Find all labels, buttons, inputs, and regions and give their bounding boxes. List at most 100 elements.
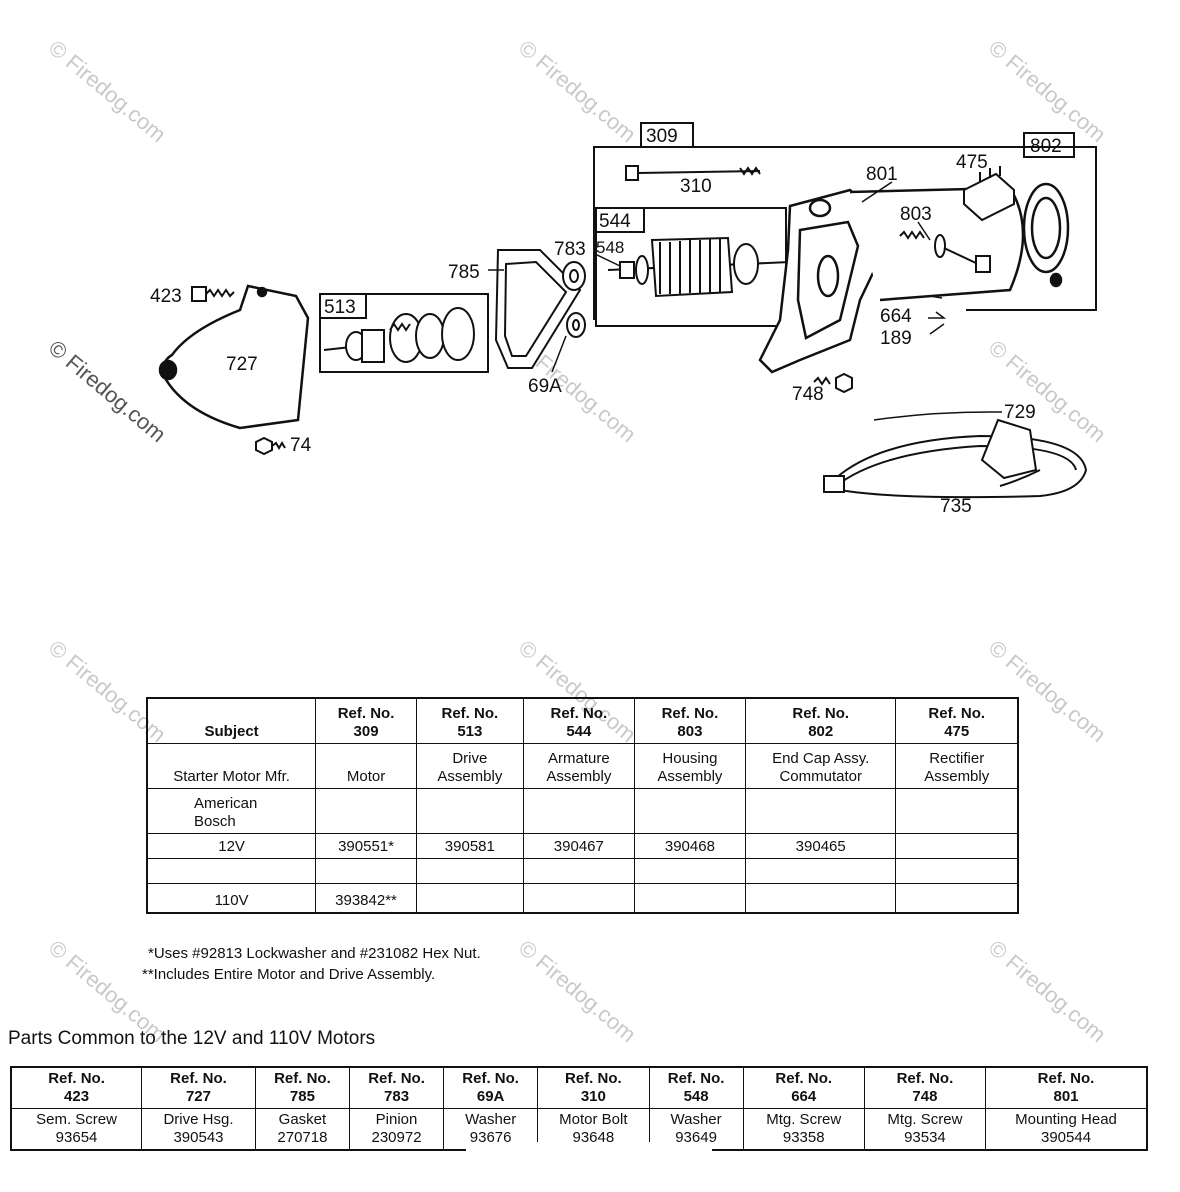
label-664: 664 bbox=[880, 306, 912, 327]
description-cell: Armature Assembly bbox=[522, 743, 635, 789]
table-cell bbox=[633, 883, 746, 914]
watermark: © Firedog.com bbox=[513, 935, 641, 1048]
table-cell bbox=[895, 833, 1019, 859]
screw-748-part bbox=[813, 372, 853, 394]
subject-cell: American Bosch bbox=[146, 788, 317, 834]
ref-header: Ref. No.513 bbox=[415, 697, 524, 744]
label-727: 727 bbox=[226, 354, 258, 375]
ref-header: Ref. No.548 bbox=[648, 1066, 744, 1109]
ref-header: Ref. No.309 bbox=[315, 697, 417, 744]
watermark: © Firedog.com bbox=[983, 935, 1111, 1048]
label-423: 423 bbox=[150, 286, 182, 307]
table-cell: 393842** bbox=[315, 883, 417, 914]
box-309-tag bbox=[640, 122, 694, 148]
description-cell: End Cap Assy. Commutator bbox=[744, 743, 897, 789]
housing-screw-part bbox=[899, 230, 991, 273]
subject-header: Subject bbox=[146, 697, 317, 744]
label-801: 801 bbox=[866, 164, 898, 185]
label-802: 802 bbox=[1030, 136, 1062, 157]
ref-header: Ref. No.664 bbox=[742, 1066, 865, 1109]
label-513: 513 bbox=[324, 297, 356, 318]
label-803: 803 bbox=[900, 204, 932, 225]
label-785: 785 bbox=[448, 262, 480, 283]
table-cell bbox=[315, 788, 417, 834]
label-309: 309 bbox=[646, 126, 678, 147]
box-309-outline bbox=[593, 146, 1097, 320]
table-cell: 390467 bbox=[522, 833, 635, 859]
ref-header: Ref. No.727 bbox=[141, 1066, 256, 1109]
starter-motor-table: Subject Ref. No.309 Ref. No.513 Ref. No.… bbox=[146, 697, 1019, 914]
washer-69a-part bbox=[566, 312, 586, 338]
ref-header: Ref. No.69A bbox=[443, 1066, 539, 1109]
gasket-part bbox=[494, 249, 582, 369]
subject-cell: 110V bbox=[146, 883, 317, 914]
description-cell: Housing Assembly bbox=[633, 743, 746, 789]
table-cell: 390465 bbox=[744, 833, 897, 859]
table-cell bbox=[744, 788, 897, 834]
exploded-parts-diagram: 309 310 544 548 783 785 513 423 727 74 6… bbox=[150, 122, 1097, 517]
box-513-tag bbox=[319, 293, 367, 319]
table-cell bbox=[895, 788, 1019, 834]
table-cell: 390581 bbox=[415, 833, 524, 859]
nut-74-part bbox=[255, 436, 286, 456]
drive-assembly-part bbox=[323, 307, 475, 363]
table-cell bbox=[895, 883, 1019, 914]
label-189: 189 bbox=[880, 328, 912, 349]
table-row: 12V 390551* 390581 390467 390468 390465 bbox=[146, 833, 1019, 859]
armature-part bbox=[607, 236, 791, 298]
wire-729-part bbox=[873, 411, 991, 421]
description-cell: Motor bbox=[315, 743, 417, 789]
power-cord-part bbox=[823, 418, 1088, 499]
ref-header: Ref. No.423 bbox=[10, 1066, 143, 1109]
subject-cell bbox=[146, 858, 317, 884]
label-783: 783 bbox=[554, 239, 586, 260]
common-parts-title: Parts Common to the 12V and 110V Motors bbox=[8, 1028, 376, 1049]
screw-423-part bbox=[191, 286, 235, 302]
ref-header: Ref. No.783 bbox=[348, 1066, 445, 1109]
label-544: 544 bbox=[599, 211, 631, 232]
subject-cell: 12V bbox=[146, 833, 317, 859]
ref-header: Ref. No.801 bbox=[985, 1066, 1148, 1109]
ref-header: Ref. No.803 bbox=[633, 697, 746, 744]
ref-header: Ref. No.310 bbox=[537, 1066, 650, 1109]
table-cell bbox=[522, 788, 635, 834]
ref-header: Ref. No.748 bbox=[863, 1066, 987, 1109]
ref-header: Ref. No.802 bbox=[744, 697, 897, 744]
table-cell bbox=[895, 858, 1019, 884]
label-74: 74 bbox=[290, 435, 312, 456]
box-802-tag bbox=[1023, 132, 1075, 158]
footnote-lockwasher: *Uses #92813 Lockwasher and #231082 Hex … bbox=[148, 945, 481, 962]
mounting-head-part bbox=[758, 188, 886, 374]
table-cell: 390551* bbox=[315, 833, 417, 859]
scan-crop-mask bbox=[466, 1142, 712, 1154]
motor-bolt-part bbox=[625, 165, 761, 181]
table-cell bbox=[744, 858, 897, 884]
table-cell bbox=[522, 883, 635, 914]
table-row: 110V 393842** bbox=[146, 883, 1019, 914]
table-cell: 390468 bbox=[633, 833, 746, 859]
label-475: 475 bbox=[956, 152, 988, 173]
ref-header: Ref. No.475 bbox=[895, 697, 1019, 744]
box-544-tag bbox=[595, 207, 645, 233]
label-69a: 69A bbox=[528, 376, 562, 397]
drive-housing-part bbox=[158, 284, 310, 430]
table-cell bbox=[415, 788, 524, 834]
common-parts-table: Ref. No.423 Ref. No.727 Ref. No.785 Ref.… bbox=[10, 1066, 1148, 1151]
table-row: American Bosch bbox=[146, 788, 1019, 834]
label-310: 310 bbox=[680, 176, 712, 197]
subheader-cell: Starter Motor Mfr. bbox=[146, 743, 317, 789]
part-cell: Drive Hsg.390543 bbox=[141, 1108, 256, 1151]
rectifier-part bbox=[963, 166, 1015, 222]
label-548: 548 bbox=[596, 238, 624, 257]
table-cell bbox=[415, 883, 524, 914]
pinion-part bbox=[562, 261, 586, 291]
ref-header: Ref. No.544 bbox=[522, 697, 635, 744]
label-729: 729 bbox=[1004, 402, 1036, 423]
footnote-entire-motor: **Includes Entire Motor and Drive Assemb… bbox=[142, 966, 436, 983]
table-cell bbox=[633, 788, 746, 834]
